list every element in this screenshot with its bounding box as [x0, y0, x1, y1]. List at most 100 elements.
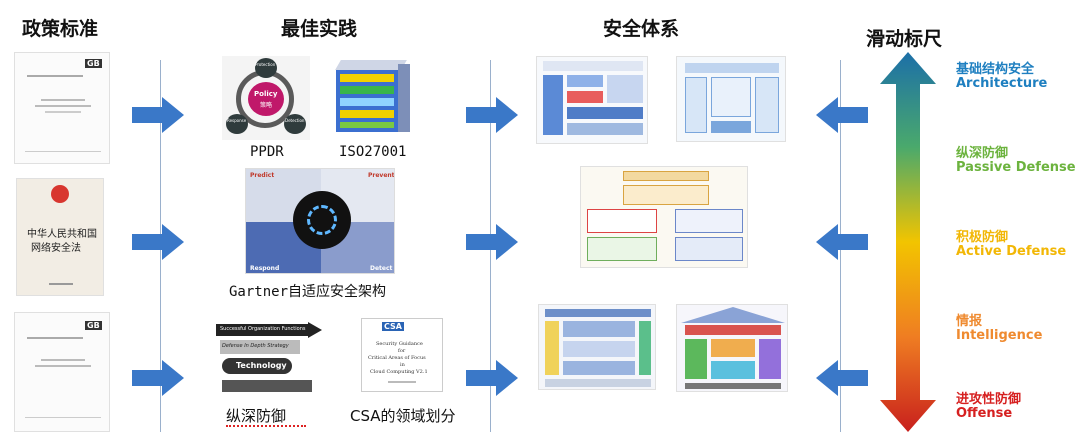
- diagram-block: [545, 379, 651, 387]
- cube-top: [335, 60, 407, 70]
- gb-mark: GB: [85, 59, 102, 68]
- csa-logo: CSA: [382, 322, 404, 331]
- gb-mark: GB: [85, 321, 102, 330]
- cube-row: [340, 74, 394, 82]
- diagram-block: [545, 309, 651, 317]
- doc-line: [41, 359, 85, 361]
- scale-level-architecture-zh: 基础结构安全: [956, 62, 1035, 77]
- did-base: [222, 380, 312, 392]
- left-arrow-icon: [816, 360, 868, 396]
- diagram-block: [563, 341, 635, 357]
- diagram-block: [755, 77, 779, 133]
- csa-caption: CSA的领域划分: [350, 407, 456, 425]
- diagram-block: [563, 321, 635, 337]
- ppdr-top-label: Protection: [255, 62, 276, 67]
- scale-level-architecture-en: Architecture: [956, 76, 1048, 91]
- sliding-scale-arrow: [880, 52, 936, 432]
- diagram-block: [685, 77, 707, 133]
- diagram-block: [587, 237, 657, 261]
- gartner-detect: Detect: [370, 265, 393, 272]
- gartner-respond: Respond: [250, 265, 280, 272]
- doc-line: [49, 283, 73, 285]
- right-arrow-icon: [466, 360, 518, 396]
- doc-line: [35, 365, 91, 367]
- scale-level-intelligence-en: Intelligence: [956, 328, 1043, 343]
- gb-standard-doc-2: GB: [14, 312, 110, 432]
- header-scale: 滑动标尺: [866, 28, 943, 50]
- diagram-block: [759, 339, 781, 379]
- doc-line: [45, 111, 81, 113]
- left-arrow-icon: [816, 97, 868, 133]
- gartner-cycle-icon: [307, 205, 337, 235]
- doc-line: [35, 105, 91, 107]
- scale-level-offense-zh: 进攻性防御: [956, 392, 1022, 407]
- scale-level-passive-zh: 纵深防御: [956, 146, 1009, 161]
- gartner-diagram: Predict Prevent Respond Detect: [245, 168, 395, 274]
- did-mid-label: Defense In Depth Strategy: [222, 343, 289, 349]
- csa-doc: CSA Security Guidance for Critical Areas…: [361, 318, 443, 392]
- ppdr-diagram: Policy 策略 Protection Response Detection: [222, 56, 310, 140]
- doc-line: [27, 75, 83, 77]
- diagram-block: [563, 361, 635, 375]
- law-title-line1: 中华人民共和国: [27, 229, 97, 240]
- cube-side: [398, 64, 410, 132]
- doc-line: [41, 99, 85, 101]
- cybersecurity-law-doc: 中华人民共和国 网络安全法: [16, 178, 104, 296]
- did-top-label: Successful Organization Functions: [220, 326, 306, 332]
- roof-icon: [681, 307, 785, 323]
- right-arrow-icon: [466, 224, 518, 260]
- scale-level-offense-en: Offense: [956, 406, 1013, 421]
- ppdr-node-left: [226, 114, 248, 134]
- iso27001-caption: ISO27001: [339, 144, 407, 160]
- diagram-block: [567, 91, 603, 103]
- doc-line: [27, 337, 83, 339]
- doc-line: [25, 151, 101, 152]
- diagram-block: [685, 383, 781, 389]
- cube-row: [340, 122, 394, 128]
- diagram-block: [543, 75, 563, 135]
- diagram-block: [711, 339, 755, 357]
- doc-line: [25, 417, 101, 418]
- right-arrow-icon: [132, 224, 184, 260]
- system-diagram-2: [676, 56, 786, 142]
- header-system: 安全体系: [603, 18, 680, 40]
- scale-level-intelligence-zh: 情报: [956, 314, 983, 329]
- ppdr-caption: PPDR: [250, 144, 284, 160]
- gartner-caption: Gartner自适应安全架构: [229, 284, 387, 300]
- spellcheck-underline: [226, 424, 306, 427]
- right-arrow-icon: [132, 360, 184, 396]
- diagram-block: [685, 339, 707, 379]
- diagram-block: [623, 171, 709, 181]
- csa-line4: in: [400, 362, 405, 368]
- diagram-block: [567, 107, 643, 119]
- header-practice: 最佳实践: [281, 18, 358, 40]
- doc-line: [388, 381, 416, 383]
- diagram-block: [587, 209, 657, 233]
- system-diagram-3: [580, 166, 748, 268]
- ppdr-left-label: Response: [227, 118, 247, 123]
- csa-line2: for: [398, 348, 406, 354]
- scale-level-passive-en: Passive Defense: [956, 160, 1076, 175]
- did-arrow-icon: [308, 322, 322, 338]
- csa-line1: Security Guidance: [376, 341, 423, 347]
- did-top-bar: [216, 324, 310, 336]
- ppdr-center-label: Policy: [254, 90, 278, 98]
- diagram-block: [685, 325, 781, 335]
- defense-in-depth-diagram: Successful Organization Functions Defens…: [212, 322, 324, 396]
- ppdr-right-label: Detection: [285, 118, 305, 123]
- left-arrow-icon: [816, 224, 868, 260]
- cube-row: [340, 110, 394, 118]
- ppdr-node-top: [255, 58, 277, 78]
- diagram-block: [675, 209, 743, 233]
- diagram-block: [567, 75, 603, 87]
- ppdr-center: [248, 82, 284, 116]
- emblem-icon: [51, 185, 69, 203]
- did-pill: [222, 358, 292, 374]
- diagram-block: [567, 123, 643, 135]
- defense-in-depth-caption: 纵深防御: [226, 407, 287, 425]
- diagram-block: [623, 185, 709, 205]
- diagram-block: [545, 321, 559, 375]
- scale-level-active-zh: 积极防御: [956, 230, 1009, 245]
- diagram-block: [639, 321, 651, 375]
- diagram-block: [607, 75, 643, 103]
